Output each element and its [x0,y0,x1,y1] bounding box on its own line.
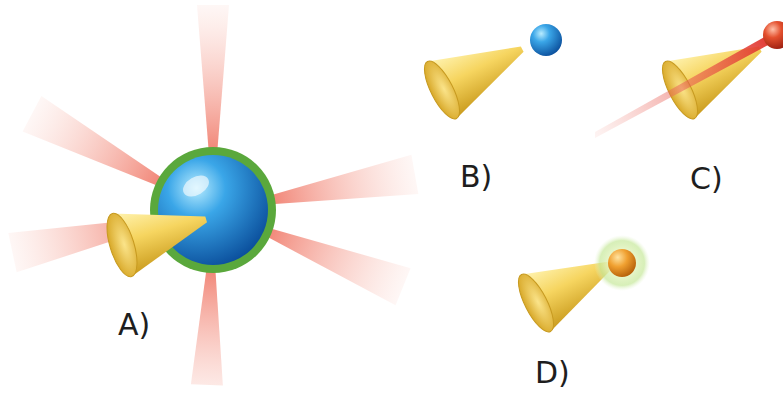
particle-beam [595,35,772,138]
small-particle [608,249,636,277]
large-particle [150,147,276,273]
detector-cone [101,188,216,280]
panel-label: C) [690,164,723,194]
panel-label: B) [460,162,492,192]
detector-cone [418,21,537,124]
panel-label: D) [535,358,570,388]
small-particle [763,21,783,49]
panel-label: A) [118,310,150,340]
small-particle [530,24,562,56]
radiation-rays [8,5,418,385]
particle-glow [594,235,650,291]
